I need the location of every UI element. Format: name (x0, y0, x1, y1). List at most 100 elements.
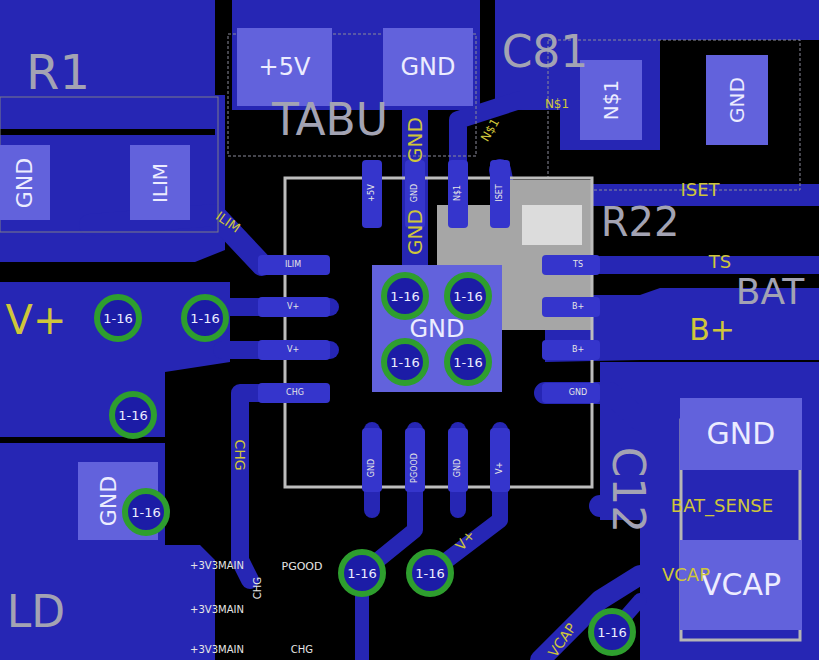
copper-pad: ILIM (130, 145, 190, 220)
net-name: CHG (291, 645, 313, 655)
pad-name: GND (14, 157, 36, 207)
drill-size: 1-16 (390, 356, 420, 369)
copper-pad: GND (680, 398, 802, 470)
signal-name: ILIM (214, 209, 243, 235)
drill-size: 1-16 (190, 312, 220, 325)
signal-name: N$1 (545, 98, 569, 110)
net-name: +3V3MAIN (190, 605, 244, 615)
ic-pin (258, 340, 330, 360)
copper-pour (0, 282, 230, 660)
pin-name: GND (411, 184, 419, 202)
ic-outline (285, 178, 592, 487)
pin-name: N$1 (454, 185, 462, 201)
copper-pour (232, 0, 480, 110)
signal-name: TS (709, 253, 731, 271)
exposed-pad-mark (522, 205, 582, 245)
pin-name: ISET (496, 184, 504, 201)
pin-name: GND (454, 459, 462, 477)
drill-size: 1-16 (597, 626, 627, 639)
via-circle: 1-16 (94, 294, 142, 342)
pin-name: ILIM (285, 261, 301, 269)
signal-name: V+ (6, 300, 67, 340)
pad-name: GND (707, 419, 776, 449)
copper-pad: GND (706, 55, 768, 145)
pad-name: GND (727, 77, 747, 123)
via-circle: 1-16 (588, 608, 636, 656)
silkscreen-name: C12 (606, 447, 650, 534)
via-circle: 1-16 (181, 294, 229, 342)
signal-name: B+ (689, 315, 735, 345)
pin-name: TS (573, 261, 583, 269)
pin-name: B+ (572, 303, 584, 311)
copper-trace (222, 298, 330, 316)
ic-pin (362, 428, 382, 492)
signal-name: GND (405, 209, 425, 255)
signal-name: N$1 (479, 116, 502, 143)
via-circle: 1-16 (406, 549, 454, 597)
ic-pin (258, 383, 330, 403)
ic-pin (405, 428, 425, 492)
signal-name: V+ (453, 527, 477, 552)
copper-pad: GND1-161-161-161-16 (372, 265, 502, 392)
pin-name: GND (569, 389, 587, 397)
pad-name: ILIM (150, 162, 170, 202)
ic-pin (542, 340, 600, 360)
pad-name: VCAP (701, 570, 781, 600)
copper-pad: VCAP (680, 540, 802, 630)
signal-name: ISET (680, 181, 719, 199)
drill-size: 1-16 (118, 409, 148, 422)
copper-trace (240, 393, 262, 580)
drill-size: 1-16 (347, 567, 377, 580)
pad-name: GND (409, 317, 464, 341)
copper-pad: GND (0, 145, 50, 220)
pour-gap (0, 129, 215, 135)
via-circle: 1-16 (122, 488, 170, 536)
copper-pad: GND (383, 28, 473, 106)
pad-name: GND (400, 55, 455, 79)
pin-name: V+ (496, 462, 504, 474)
pour-gap (0, 437, 165, 443)
ic-pin (490, 428, 510, 492)
signal-name: VCAP (662, 566, 710, 584)
via-circle: 1-16 (381, 338, 429, 386)
net-name: PGOOD (282, 561, 323, 572)
signal-name: BAT_SENSE (671, 497, 773, 515)
via-circle: 1-16 (381, 272, 429, 320)
copper-pad: +5V (237, 28, 332, 106)
via-circle: 1-16 (109, 391, 157, 439)
pin-name: CHG (286, 389, 304, 397)
ic-pin (490, 160, 510, 228)
copper-pour (495, 0, 819, 150)
drill-size: 1-16 (415, 567, 445, 580)
pin-name: V+ (287, 303, 299, 311)
via-circle: 1-16 (444, 272, 492, 320)
net-name: +3V3MAIN (190, 645, 244, 655)
copper-trace (402, 105, 428, 265)
silkscreen-name: R1 (26, 48, 90, 96)
drill-size: 1-16 (131, 506, 161, 519)
silkscreen-name: BAT (736, 274, 805, 310)
copper-trace (458, 100, 585, 170)
silkscreen-name: LD (7, 590, 65, 634)
part-frame (0, 97, 218, 232)
pin-name: PGOOD (411, 453, 419, 483)
ic-pin (542, 297, 600, 317)
drill-size: 1-16 (453, 356, 483, 369)
via-circle: 1-16 (444, 338, 492, 386)
copper-pad: N$1 (580, 60, 642, 140)
silkscreen-name: C81 (502, 30, 589, 74)
signal-name: VCAP (546, 621, 579, 660)
pin-name: B+ (572, 346, 584, 354)
ic-pin (448, 160, 468, 228)
copper-trace (222, 341, 330, 359)
silkscreen-name: TABU (272, 98, 388, 142)
pad-name: GND (98, 476, 120, 526)
signal-name: GND (405, 117, 425, 163)
drill-size: 1-16 (453, 290, 483, 303)
silkscreen-name: R22 (601, 202, 680, 242)
ic-pin (448, 428, 468, 492)
ic-pin (362, 160, 382, 228)
pin-name: V+ (287, 346, 299, 354)
